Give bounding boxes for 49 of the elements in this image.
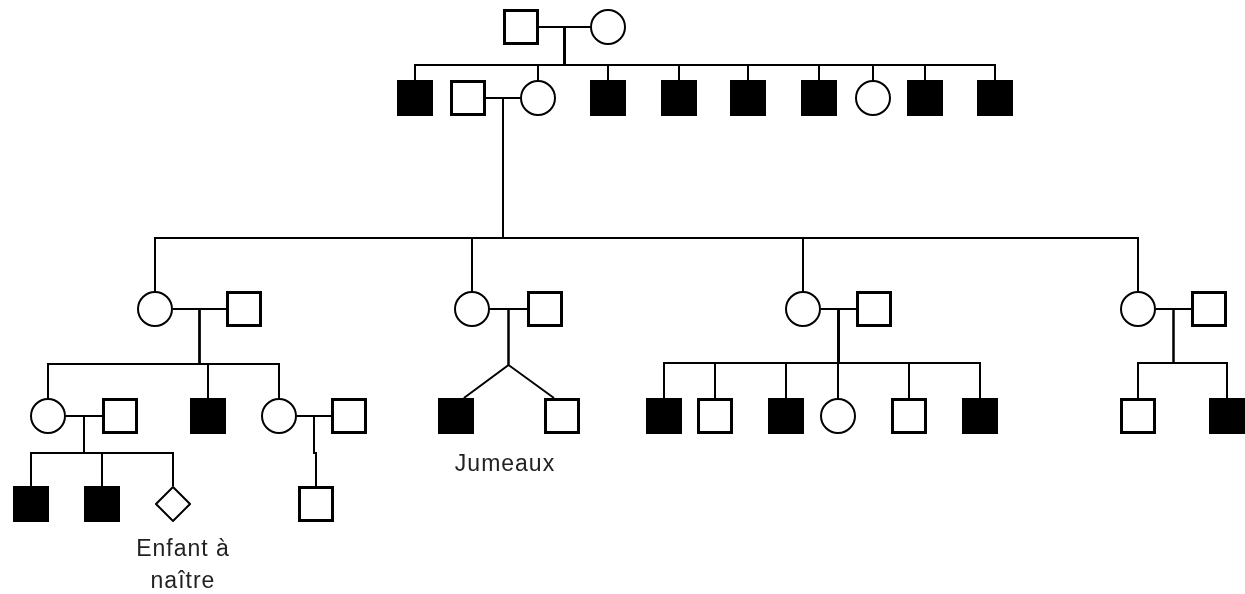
- pedigree-line: [172, 308, 280, 399]
- affected-male-square: [907, 80, 943, 116]
- affected-male-square: [730, 80, 766, 116]
- affected-male-square: [1209, 398, 1245, 434]
- unaffected-male-square: [1191, 291, 1227, 327]
- pedigree-line: [65, 415, 174, 487]
- affected-male-square: [768, 398, 804, 434]
- unaffected-male-square: [102, 398, 138, 434]
- pedigree-line: [563, 26, 996, 81]
- female-circle: [1120, 291, 1156, 327]
- unaffected-male-square: [226, 291, 262, 327]
- unaffected-male-square: [697, 398, 733, 434]
- twins-label: Jumeaux: [454, 449, 556, 477]
- female-circle: [454, 291, 490, 327]
- pedigree-line: [296, 415, 317, 487]
- affected-male-square: [438, 398, 474, 434]
- unaffected-male-square: [856, 291, 892, 327]
- unaffected-male-square: [331, 398, 367, 434]
- female-circle: [590, 9, 626, 45]
- female-circle: [855, 80, 891, 116]
- unaffected-male-square: [503, 9, 539, 45]
- affected-male-square: [661, 80, 697, 116]
- female-circle: [785, 291, 821, 327]
- affected-male-square: [962, 398, 998, 434]
- unaffected-male-square: [891, 398, 927, 434]
- female-circle: [261, 398, 297, 434]
- unaffected-male-square: [544, 398, 580, 434]
- female-circle: [137, 291, 173, 327]
- female-circle: [30, 398, 66, 434]
- node-caption: Enfant à naître: [135, 534, 231, 594]
- pedigree-line: [1155, 308, 1228, 399]
- female-circle: [820, 398, 856, 434]
- affected-male-square: [977, 80, 1013, 116]
- unaffected-male-square: [1120, 398, 1156, 434]
- unaffected-male-square: [450, 80, 486, 116]
- female-circle: [520, 80, 556, 116]
- affected-male-square: [397, 80, 433, 116]
- affected-male-square: [590, 80, 626, 116]
- pedigree-line: [820, 308, 981, 399]
- affected-male-square: [801, 80, 837, 116]
- affected-male-square: [13, 486, 49, 522]
- unknown-sex-diamond: [155, 486, 191, 522]
- pedigree-line: [489, 308, 555, 399]
- unaffected-male-square: [527, 291, 563, 327]
- pedigree-line: [502, 97, 1139, 292]
- affected-male-square: [84, 486, 120, 522]
- unaffected-male-square: [298, 486, 334, 522]
- affected-male-square: [646, 398, 682, 434]
- affected-male-square: [190, 398, 226, 434]
